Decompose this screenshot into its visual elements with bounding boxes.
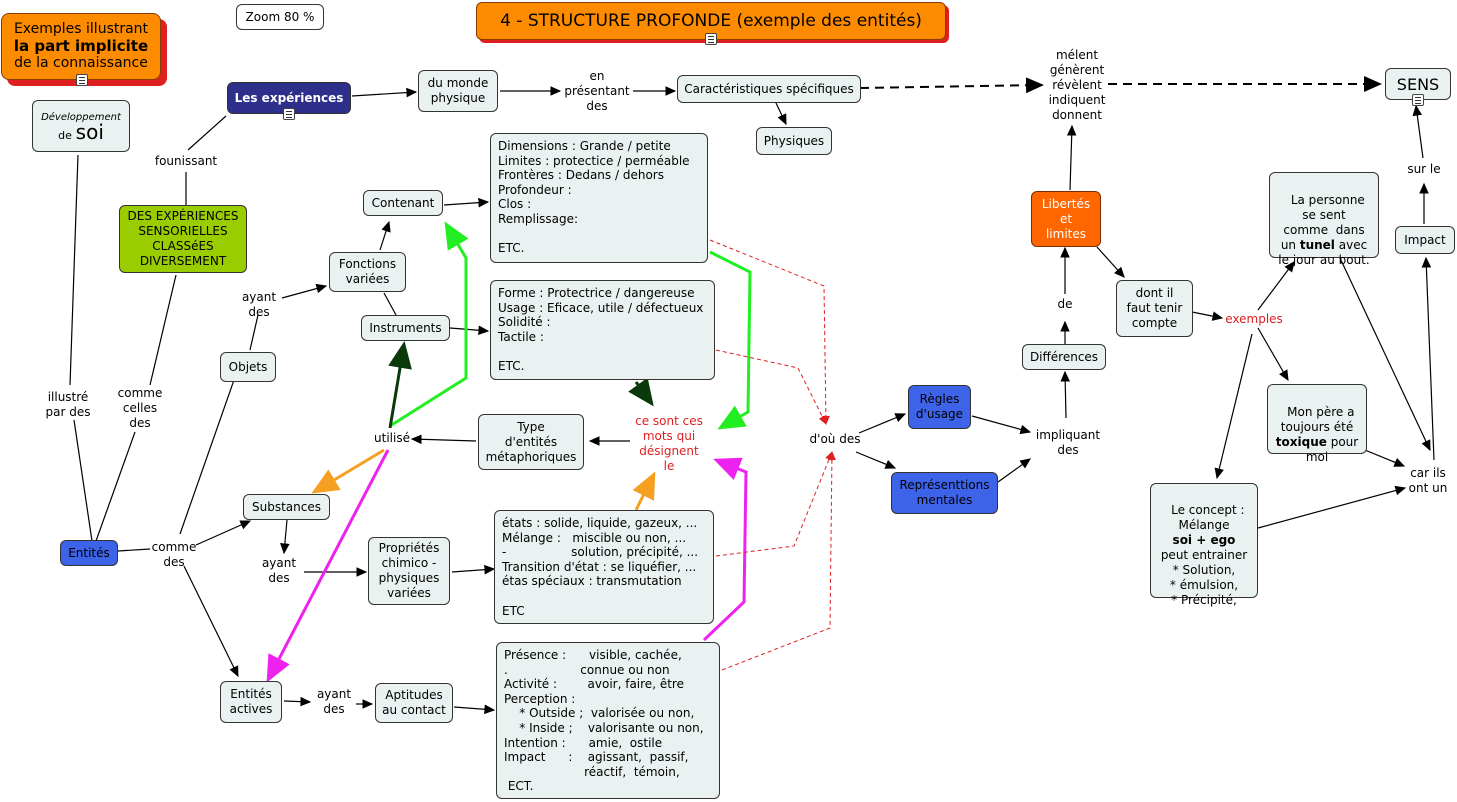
pere-toxique: toxique <box>1275 435 1327 449</box>
intro-line3: de la connaissance <box>14 55 148 71</box>
label-en-presentant: en présentant des <box>564 69 630 113</box>
concept-text-a: Le concept : Mélange <box>1171 503 1245 532</box>
node-contenant[interactable]: Contenant <box>363 190 443 216</box>
pere-text-a: Mon père a toujours été <box>1280 405 1355 434</box>
pere-text-c: pour moi <box>1305 435 1359 464</box>
dev-de: de <box>58 128 72 142</box>
label-comme-des: comme des <box>151 540 197 569</box>
intro-line2: la part implicite <box>13 37 149 55</box>
node-impact[interactable]: Impact <box>1395 226 1455 254</box>
label-fournissant: founissant <box>154 154 218 168</box>
node-objets[interactable]: Objets <box>220 352 276 382</box>
dev-soi-line: de soi <box>58 122 104 143</box>
label-ce-sont: ce sont ces mots qui désignent le <box>635 414 703 473</box>
box-dimensions: Dimensions : Grande / petite Limites : p… <box>490 133 708 263</box>
node-dont-il[interactable]: dont il faut tenir compte <box>1116 280 1193 337</box>
box-forme: Forme : Protectrice / dangereuse Usage :… <box>490 280 715 380</box>
node-aptitudes[interactable]: Aptitudes au contact <box>375 683 453 723</box>
label-ayant-des-3: ayant des <box>316 687 352 716</box>
note-icon[interactable] <box>76 74 88 86</box>
label-ayant-des-1: ayant des <box>241 290 277 319</box>
node-des-experiences[interactable]: DES EXPÉRIENCES SENSORIELLES CLASSéES DI… <box>119 205 247 273</box>
map-icon[interactable] <box>283 108 295 120</box>
label-dou-des: d'où des <box>809 432 861 446</box>
label-car-ils: car ils ont un <box>1408 466 1448 495</box>
node-substances[interactable]: Substances <box>243 494 330 520</box>
concept-text-c: peut entrainer * Solution, * émulsion, *… <box>1160 548 1248 607</box>
node-regles[interactable]: Règles d'usage <box>908 385 971 429</box>
dev-small: Développement <box>41 111 121 123</box>
box-presence: Présence : visible, cachée, . connue ou … <box>496 642 720 799</box>
node-type-entites[interactable]: Type d'entités métaphoriques <box>478 414 584 470</box>
label-illustre: illustré par des <box>45 390 91 419</box>
label-utilise: utilisé <box>374 431 410 445</box>
node-physiques[interactable]: Physiques <box>756 127 832 155</box>
zoom-label: Zoom 80 % <box>236 4 324 30</box>
node-instruments[interactable]: Instruments <box>361 315 450 341</box>
node-concept[interactable]: Le concept : Mélange soi + ego peut entr… <box>1150 483 1258 606</box>
personne-text-c: avec le jour au bout. <box>1278 238 1370 267</box>
intro-box[interactable]: Exemples illustrant la part implicite de… <box>1 13 161 80</box>
label-impliquant: impliquant des <box>1035 428 1101 457</box>
node-pere[interactable]: Mon père a toujours été toxique pour moi <box>1267 384 1367 464</box>
label-ayant-des-2: ayant des <box>261 556 297 585</box>
node-representations[interactable]: Représenttions mentales <box>891 472 998 514</box>
intro-line1: Exemples illustrant <box>13 21 149 37</box>
label-melent: mélent génèrent révèlent indiquent donne… <box>1048 48 1106 122</box>
node-entites[interactable]: Entités <box>60 540 118 566</box>
node-caracteristiques[interactable]: Caractéristiques spécifiques <box>677 75 861 103</box>
node-libertes[interactable]: Libertés et limites <box>1031 191 1101 247</box>
personne-tunel: tunel <box>1299 238 1335 252</box>
box-etats: états : solide, liquide, gazeux, ... Mél… <box>494 510 714 624</box>
sens-map-icon[interactable] <box>1412 94 1424 106</box>
personne-text-a: La personne se sent comme dans un <box>1280 193 1365 252</box>
label-exemples: exemples <box>1225 312 1283 326</box>
node-fonctions[interactable]: Fonctions variées <box>329 252 406 292</box>
node-proprietes[interactable]: Propriétés chimico - physiques variées <box>368 537 450 605</box>
label-comme-celles: comme celles des <box>117 386 163 430</box>
dev-soi: soi <box>75 119 104 144</box>
node-personne[interactable]: La personne se sent comme dans un tunel … <box>1269 172 1379 267</box>
node-entites-actives[interactable]: Entités actives <box>220 681 282 723</box>
node-monde-physique[interactable]: du monde physique <box>418 70 498 112</box>
concept-soi-ego: soi + ego <box>1172 533 1236 547</box>
dev-soi-box[interactable]: Développement de soi <box>32 100 130 152</box>
label-sur-le: sur le <box>1407 162 1441 176</box>
label-de: de <box>1057 297 1073 311</box>
title-note-icon[interactable] <box>705 33 717 45</box>
node-differences[interactable]: Différences <box>1022 344 1106 370</box>
